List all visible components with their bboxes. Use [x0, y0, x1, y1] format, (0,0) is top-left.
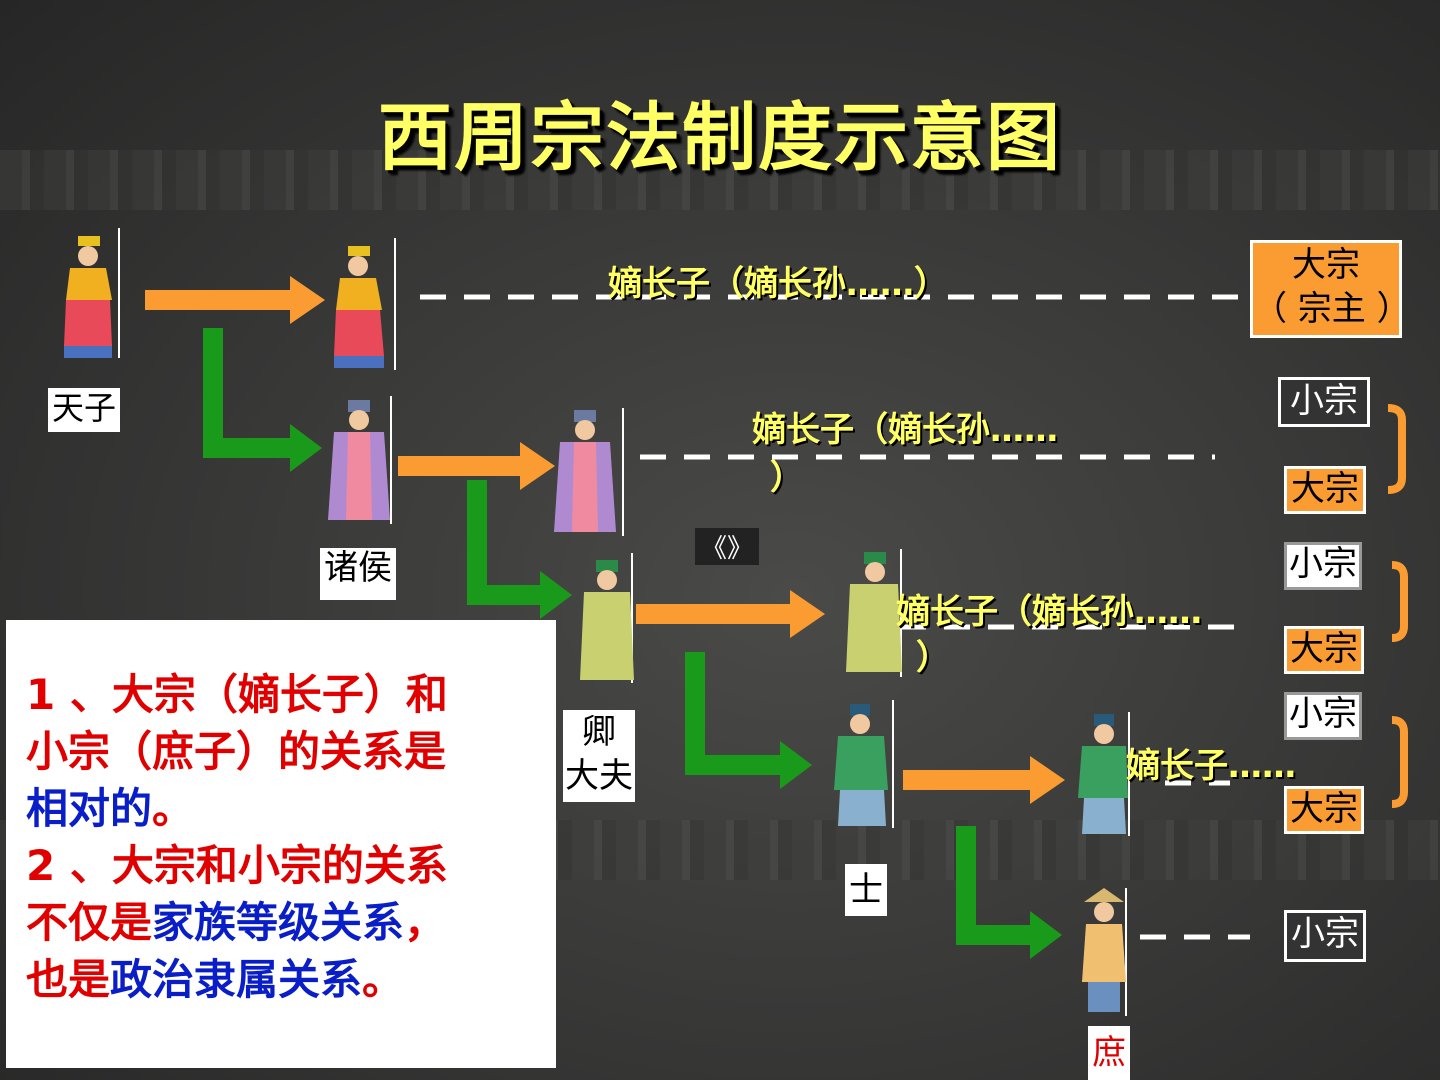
zhuhou-figure-icon — [328, 396, 392, 524]
notes-box: 1 、大宗（嫡长子）和 小宗（庶子）的关系是 相对的。 2 、大宗和小宗的关系 … — [6, 620, 556, 1068]
orange-arrow-2 — [398, 442, 555, 490]
zongzhu-text: （ 宗主 ） — [1253, 289, 1411, 329]
bracket-3 — [1391, 716, 1408, 808]
orange-arrow-3 — [636, 590, 825, 638]
small-mark: 《》 — [695, 528, 760, 565]
note-line-6-end: 。 — [362, 955, 405, 1004]
lineage-label-row4: 嫡长子…… — [1126, 746, 1296, 786]
note-line-5-red: 不仅是 — [26, 898, 153, 947]
green-arrow-3 — [685, 652, 812, 789]
orange-arrow-4 — [903, 756, 1065, 804]
dazong-box-2: 大宗 — [1284, 626, 1364, 674]
rank-dafu-text: 大夫 — [565, 756, 633, 796]
lineage-label-row1: 嫡长子（嫡长孙……） — [608, 264, 948, 304]
note-line-1: 1 、大宗（嫡长子）和 — [26, 670, 448, 719]
shu-figure-icon — [1082, 888, 1127, 1016]
zhuhou-successor-figure-icon — [554, 408, 624, 536]
orange-arrow-1 — [145, 276, 325, 324]
note-line-3-end: 。 — [152, 784, 195, 833]
green-arrow-1 — [203, 328, 322, 472]
lineage-label-row3: 嫡长子（嫡长孙…… — [896, 592, 1202, 632]
xiaozong-box-4: 小宗 — [1284, 910, 1366, 962]
rank-shu-label: 庶 — [1088, 1026, 1130, 1080]
xiaozong-box-1: 小宗 — [1278, 377, 1370, 427]
bracket-2 — [1391, 561, 1408, 642]
rank-shi-label: 士 — [845, 864, 887, 916]
dazong-zongzhu-box: 大宗 （ 宗主 ） — [1250, 240, 1411, 338]
note-line-5-end: ， — [404, 898, 447, 947]
qingdafu-successor-figure-icon — [846, 549, 902, 677]
lineage-label-row3-close: ） — [916, 638, 950, 678]
note-line-3: 相对的。 — [26, 780, 546, 837]
note-line-3-blue: 相对的 — [26, 784, 153, 833]
shi-figure-icon — [834, 700, 894, 828]
note-line-4: 2 、大宗和小宗的关系 — [26, 841, 448, 890]
green-arrow-4 — [956, 826, 1062, 959]
lineage-label-row2-close: ） — [770, 458, 804, 498]
rank-qing-text: 卿 — [582, 712, 616, 752]
green-arrow-2 — [467, 480, 572, 619]
note-line-6-blue: 政治隶属关系 — [110, 955, 363, 1004]
rank-zhuhou-label: 诸侯 — [320, 548, 396, 600]
note-line-5-blue: 家族等级关系 — [152, 898, 405, 947]
tianzi-figure-icon — [64, 228, 120, 358]
xiaozong-box-2: 小宗 — [1284, 542, 1362, 590]
note-line-5: 不仅是家族等级关系， — [26, 894, 546, 951]
qingdafu-figure-icon — [580, 553, 634, 683]
carved-band-top — [0, 150, 1440, 210]
rank-qingdafu-label: 卿 大夫 — [563, 710, 635, 802]
bracket-1 — [1387, 404, 1406, 494]
dazong-text: 大宗 — [1292, 245, 1360, 285]
note-line-6: 也是政治隶属关系。 — [26, 951, 546, 1008]
note-line-2: 小宗（庶子）的关系是 — [26, 727, 447, 776]
lineage-label-row2: 嫡长子（嫡长孙…… — [752, 410, 1058, 450]
dazong-box-3: 大宗 — [1284, 786, 1364, 834]
rank-tianzi-label: 天子 — [48, 388, 120, 432]
dazong-box-1: 大宗 — [1284, 466, 1366, 514]
page-title: 西周宗法制度示意图 — [378, 95, 1062, 181]
note-line-6-red: 也是 — [26, 955, 111, 1004]
shi-successor-figure-icon — [1078, 712, 1130, 836]
xiaozong-box-3: 小宗 — [1284, 692, 1362, 740]
tianzi-successor-figure-icon — [334, 238, 396, 370]
